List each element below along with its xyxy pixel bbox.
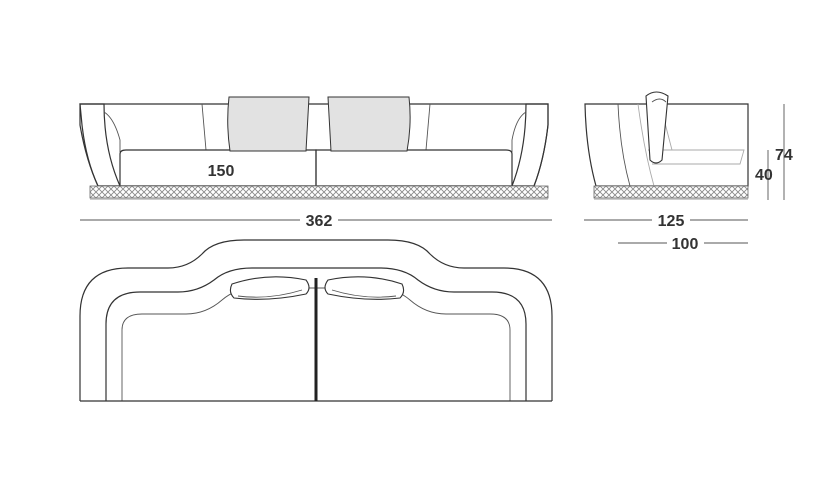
svg-text:125: 125 <box>658 213 685 230</box>
depth-dimension: 125 <box>584 213 748 230</box>
throw-pillow-left <box>227 96 310 152</box>
seat-depth-dimension: 100 <box>618 236 748 253</box>
svg-text:74: 74 <box>775 147 793 164</box>
lattice-base <box>89 185 549 199</box>
right-armrest <box>511 103 549 187</box>
side-lattice-base <box>593 185 749 199</box>
height-dimension: 74 <box>775 104 793 200</box>
top-view <box>79 239 553 402</box>
seat-width-label: 150 <box>208 163 235 180</box>
top-pillow-right <box>324 276 405 300</box>
seat-cushion-right <box>315 149 513 187</box>
side-view: 125 100 74 40 <box>584 91 793 253</box>
throw-pillow-right <box>327 96 411 152</box>
left-armrest <box>79 103 121 187</box>
seat-height-dimension: 40 <box>755 150 773 200</box>
side-throw-pillow <box>645 91 669 164</box>
top-pillow-left <box>229 276 310 300</box>
svg-text:40: 40 <box>755 167 773 184</box>
front-view: 150 362 <box>79 96 552 230</box>
total-width-dimension: 362 <box>80 213 552 230</box>
svg-text:362: 362 <box>306 213 333 230</box>
svg-text:100: 100 <box>672 236 699 253</box>
